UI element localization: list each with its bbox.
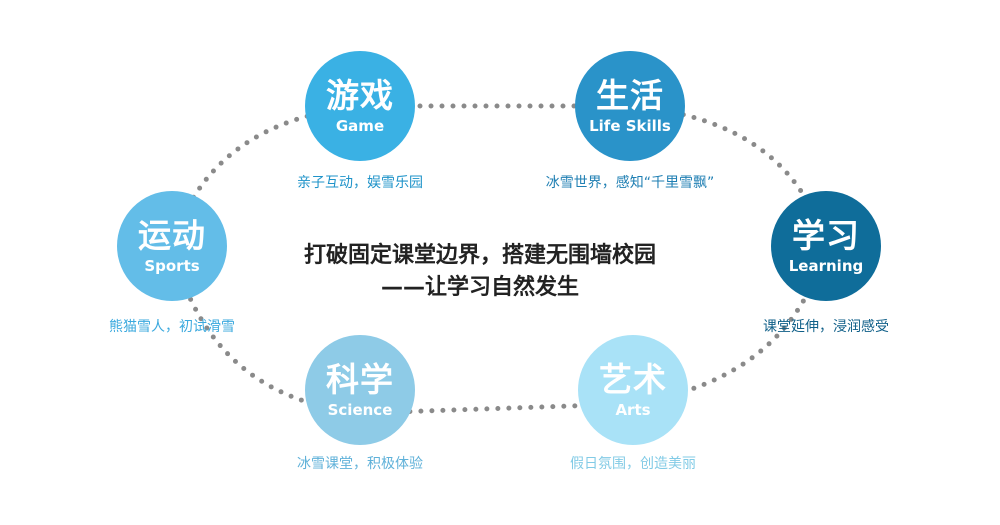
- node-sports-subtitle: Sports: [144, 257, 200, 275]
- node-learning-caption: 课堂延伸，浸润感受: [763, 319, 889, 335]
- node-science: 科学 Science: [305, 335, 415, 445]
- node-science-subtitle: Science: [327, 401, 393, 419]
- node-life-skills-subtitle: Life Skills: [589, 117, 671, 135]
- node-science-caption: 冰雪课堂，积极体验: [297, 456, 423, 472]
- node-learning: 学习 Learning: [771, 191, 881, 301]
- node-game-caption: 亲子互动，娱雪乐园: [297, 175, 423, 191]
- node-learning-title: 学习: [792, 216, 860, 255]
- node-learning-subtitle: Learning: [788, 257, 864, 275]
- node-game-title: 游戏: [326, 76, 394, 115]
- node-arts-title: 艺术: [599, 360, 667, 399]
- node-life-skills-caption: 冰雪世界，感知“千里雪飘”: [545, 175, 715, 191]
- center-slogan-line2: ——让学习自然发生: [380, 275, 579, 300]
- node-arts: 艺术 Arts: [578, 335, 688, 445]
- node-arts-subtitle: Arts: [615, 401, 651, 419]
- node-science-title: 科学: [326, 360, 394, 399]
- center-slogan-line1: 打破固定课堂边界，搭建无围墙校园: [303, 243, 656, 268]
- node-sports-title: 运动: [138, 216, 206, 255]
- node-arts-caption: 假日氛围，创造美丽: [570, 456, 696, 472]
- ring-path: [169, 103, 829, 416]
- node-life-skills: 生活 Life Skills: [575, 51, 685, 161]
- center-slogan: 打破固定课堂边界，搭建无围墙校园 ——让学习自然发生: [250, 240, 710, 304]
- node-life-skills-title: 生活: [596, 76, 664, 115]
- node-game-subtitle: Game: [335, 117, 385, 135]
- node-sports-caption: 熊猫雪人，初试滑雪: [109, 319, 235, 335]
- node-sports: 运动 Sports: [117, 191, 227, 301]
- node-game: 游戏 Game: [305, 51, 415, 161]
